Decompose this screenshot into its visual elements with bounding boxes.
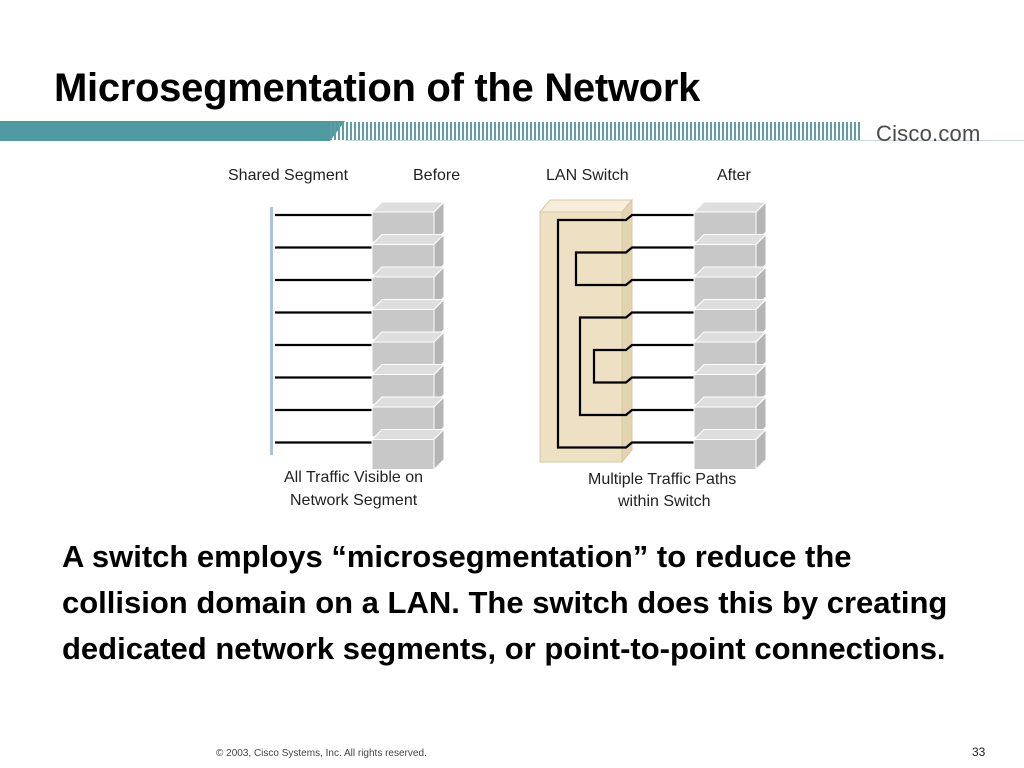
copyright-footer: © 2003, Cisco Systems, Inc. All rights r… (216, 748, 427, 759)
label-before: Before (413, 167, 460, 184)
lan-switch (538, 198, 634, 464)
caption-before-line2: Network Segment (290, 492, 418, 509)
shared-segment-bar (270, 207, 273, 455)
slide-title: Microsegmentation of the Network (54, 66, 701, 110)
slide-body-text: A switch employs “microsegmentation” to … (62, 539, 948, 666)
microsegmentation-diagram: Shared Segment Before All Traffic Visibl… (228, 167, 768, 510)
switch-port-wire (612, 376, 697, 384)
switch-internal-path (578, 316, 612, 417)
switch-port-wire (612, 408, 697, 417)
title-banner (0, 121, 1024, 141)
cisco-logo: Cisco.com (876, 121, 981, 146)
host-device (370, 428, 446, 471)
host-device (692, 428, 768, 471)
label-after: After (717, 167, 751, 184)
label-lan-switch: LAN Switch (546, 167, 629, 184)
switch-port-wire (612, 311, 697, 319)
caption-after-line1: Multiple Traffic Paths (588, 471, 736, 488)
switch-port-wire (612, 441, 697, 449)
page-number: 33 (972, 745, 986, 759)
caption-before-line1: All Traffic Visible on (284, 469, 423, 486)
switch-port-wire (612, 343, 697, 352)
caption-after-line2: within Switch (617, 493, 710, 510)
switch-internal-path (592, 348, 612, 384)
switch-port-wire (612, 278, 697, 287)
host-device (692, 363, 768, 406)
label-shared-segment: Shared Segment (228, 167, 349, 184)
switch-internal-path (556, 218, 612, 449)
switch-internal-path (574, 251, 612, 287)
switch-port-wire (612, 246, 697, 254)
switch-port-wire (612, 213, 697, 222)
